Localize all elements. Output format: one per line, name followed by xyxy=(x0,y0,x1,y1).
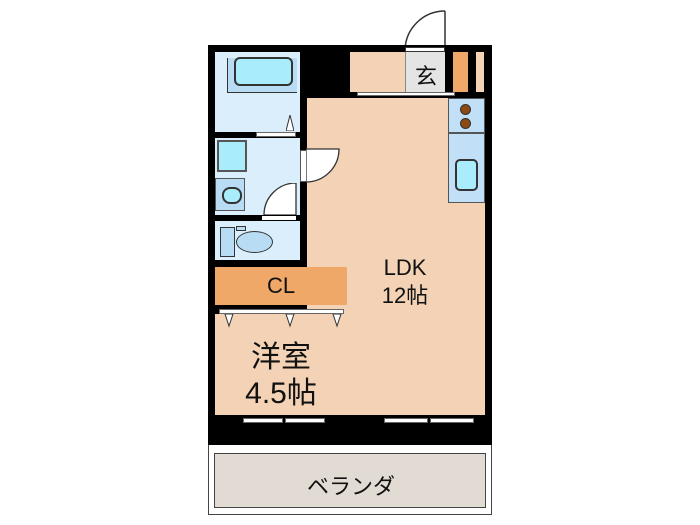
hall-sliding-door[interactable] xyxy=(357,92,455,96)
western-window-right[interactable] xyxy=(285,418,325,423)
closet-doors[interactable] xyxy=(219,309,344,314)
washroom-door-swing-icon xyxy=(263,183,297,216)
ldk-size-label: 12帖 xyxy=(381,283,429,308)
bath-sliding-door[interactable] xyxy=(256,132,296,137)
kitchen-counter xyxy=(448,133,485,203)
bathtub-icon xyxy=(234,57,293,86)
veranda-label: ベランダ xyxy=(306,474,395,499)
ldk-label: LDK xyxy=(383,255,427,280)
toilet-bowl-icon xyxy=(236,231,273,253)
wash-toilet-wall xyxy=(215,215,300,221)
ldk-window-left[interactable] xyxy=(384,418,428,423)
entrance-room: 玄 xyxy=(405,52,445,92)
ldk-window-right[interactable] xyxy=(430,418,474,423)
western-room-size-label: 4.5帖 xyxy=(245,377,317,410)
washing-machine-icon xyxy=(217,140,247,172)
toilet-tank-icon xyxy=(220,227,235,257)
closet-label: CL xyxy=(266,273,296,298)
bath-door-marker-icon xyxy=(285,114,295,132)
burner-icon xyxy=(460,118,471,129)
burner-icon xyxy=(460,104,471,115)
meter-box xyxy=(476,52,484,92)
toilet-pipe-icon xyxy=(236,226,246,231)
toilet-door[interactable] xyxy=(262,216,296,220)
western-room xyxy=(215,314,347,415)
kitchen-sink-icon xyxy=(455,159,478,191)
western-window-left[interactable] xyxy=(243,418,283,423)
closet: CL xyxy=(215,267,347,305)
entrance-door-swing-icon xyxy=(404,10,446,50)
shoe-box xyxy=(453,52,468,92)
washbasin-icon xyxy=(222,187,242,204)
washroom-entry-door-swing-icon xyxy=(306,148,340,183)
closet-door-markers-icon xyxy=(224,314,342,328)
veranda: ベランダ xyxy=(214,453,486,508)
entrance-label: 玄 xyxy=(414,64,437,89)
stove xyxy=(448,98,485,133)
western-room-label: 洋室 xyxy=(251,341,311,374)
hallway-storage xyxy=(350,52,405,92)
entrance-door-opening[interactable] xyxy=(405,47,445,52)
